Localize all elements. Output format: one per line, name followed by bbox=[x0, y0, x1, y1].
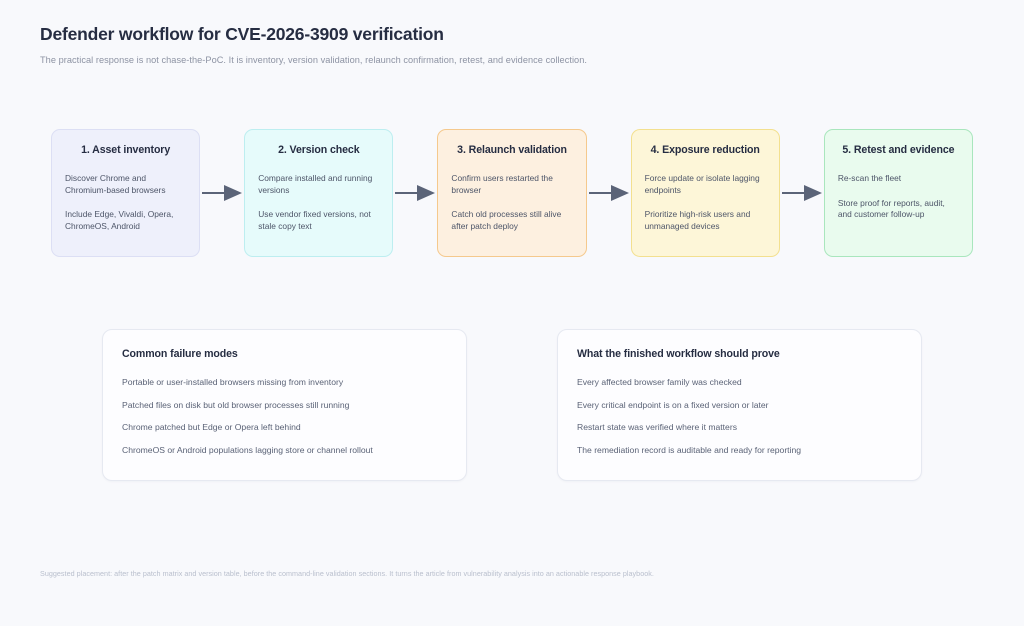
arrow-right-icon-4 bbox=[780, 129, 824, 257]
page-header: Defender workflow for CVE-2026-3909 veri… bbox=[40, 24, 984, 65]
workflow-step-3-body: Confirm users restarted the browser Catc… bbox=[451, 173, 572, 232]
list-item: Every critical endpoint is on a fixed ve… bbox=[577, 399, 769, 410]
list-item: Patched files on disk but old browser pr… bbox=[122, 399, 350, 410]
panel-workflow-outcomes-title: What the finished workflow should prove bbox=[577, 348, 780, 360]
workflow-step-3-line-2: Catch old processes still alive after pa… bbox=[451, 209, 562, 231]
list-item: Restart state was verified where it matt… bbox=[577, 422, 737, 433]
workflow-step-2-line-1: Compare installed and running versions bbox=[258, 173, 373, 195]
workflow-step-5-line-2: Store proof for reports, audit, and cust… bbox=[837, 197, 945, 220]
workflow-step-4-title: 4. Exposure reduction bbox=[650, 144, 760, 156]
workflow-step-3-line-1: Confirm users restarted the browser bbox=[451, 173, 553, 195]
workflow-step-2[interactable]: 2. Version check Compare installed and r… bbox=[244, 129, 394, 257]
workflow-step-5-title: 5. Retest and evidence bbox=[842, 144, 955, 156]
list-item: ChromeOS or Android populations lagging … bbox=[122, 445, 373, 456]
page-subtitle: The practical response is not chase-the-… bbox=[40, 55, 587, 65]
list-item: Portable or user-installed browsers miss… bbox=[122, 377, 344, 387]
workflow-step-2-line-2: Use vendor fixed versions, not stale cop… bbox=[258, 209, 371, 231]
list-item: Every affected browser family was checke… bbox=[577, 377, 742, 387]
panel-workflow-outcomes-list: Every affected browser family was checke… bbox=[577, 377, 902, 456]
footnote: Suggested placement: after the patch mat… bbox=[40, 569, 654, 578]
workflow-step-1-title: 1. Asset inventory bbox=[81, 144, 171, 156]
workflow-step-1-line-2: Include Edge, Vivaldi, Opera, ChromeOS, … bbox=[65, 209, 174, 231]
workflow-step-2-title: 2. Version check bbox=[278, 144, 360, 156]
list-item: The remediation record is auditable and … bbox=[577, 445, 802, 456]
panel-common-failure-modes: Common failure modes Portable or user-in… bbox=[102, 329, 467, 482]
arrow-right-icon-2 bbox=[393, 129, 437, 257]
workflow-step-3[interactable]: 3. Relaunch validation Confirm users res… bbox=[437, 129, 587, 257]
summary-panels: Common failure modes Portable or user-in… bbox=[40, 329, 984, 482]
workflow-step-4-line-1: Force update or isolate lagging endpoint… bbox=[644, 173, 760, 195]
page-container: Defender workflow for CVE-2026-3909 veri… bbox=[40, 24, 984, 482]
workflow-step-1[interactable]: 1. Asset inventory Discover Chrome and C… bbox=[51, 129, 201, 257]
panel-common-failure-modes-title: Common failure modes bbox=[122, 348, 238, 360]
arrow-right-icon-3 bbox=[587, 129, 631, 257]
page-title: Defender workflow for CVE-2026-3909 veri… bbox=[40, 24, 444, 44]
workflow-step-4-line-2: Prioritize high-risk users and unmanaged… bbox=[644, 209, 751, 231]
workflow-step-2-body: Compare installed and running versions U… bbox=[258, 173, 379, 232]
arrow-right-icon-1 bbox=[200, 129, 244, 257]
panel-workflow-outcomes: What the finished workflow should prove … bbox=[557, 329, 922, 482]
workflow-step-3-title: 3. Relaunch validation bbox=[457, 144, 567, 156]
panel-common-failure-modes-list: Portable or user-installed browsers miss… bbox=[122, 377, 447, 456]
workflow-step-4-body: Force update or isolate lagging endpoint… bbox=[645, 173, 766, 232]
workflow-step-1-body: Discover Chrome and Chromium-based brows… bbox=[65, 173, 186, 232]
workflow-flow: 1. Asset inventory Discover Chrome and C… bbox=[40, 129, 984, 257]
list-item: Chrome patched but Edge or Opera left be… bbox=[122, 422, 301, 433]
workflow-step-1-line-1: Discover Chrome and Chromium-based brows… bbox=[65, 173, 166, 195]
workflow-step-5-line-1: Re-scan the fleet bbox=[837, 173, 902, 183]
workflow-step-5-body: Re-scan the fleet Store proof for report… bbox=[838, 173, 959, 221]
workflow-step-5[interactable]: 5. Retest and evidence Re-scan the fleet… bbox=[823, 129, 974, 257]
workflow-step-4[interactable]: 4. Exposure reduction Force update or is… bbox=[630, 129, 780, 257]
